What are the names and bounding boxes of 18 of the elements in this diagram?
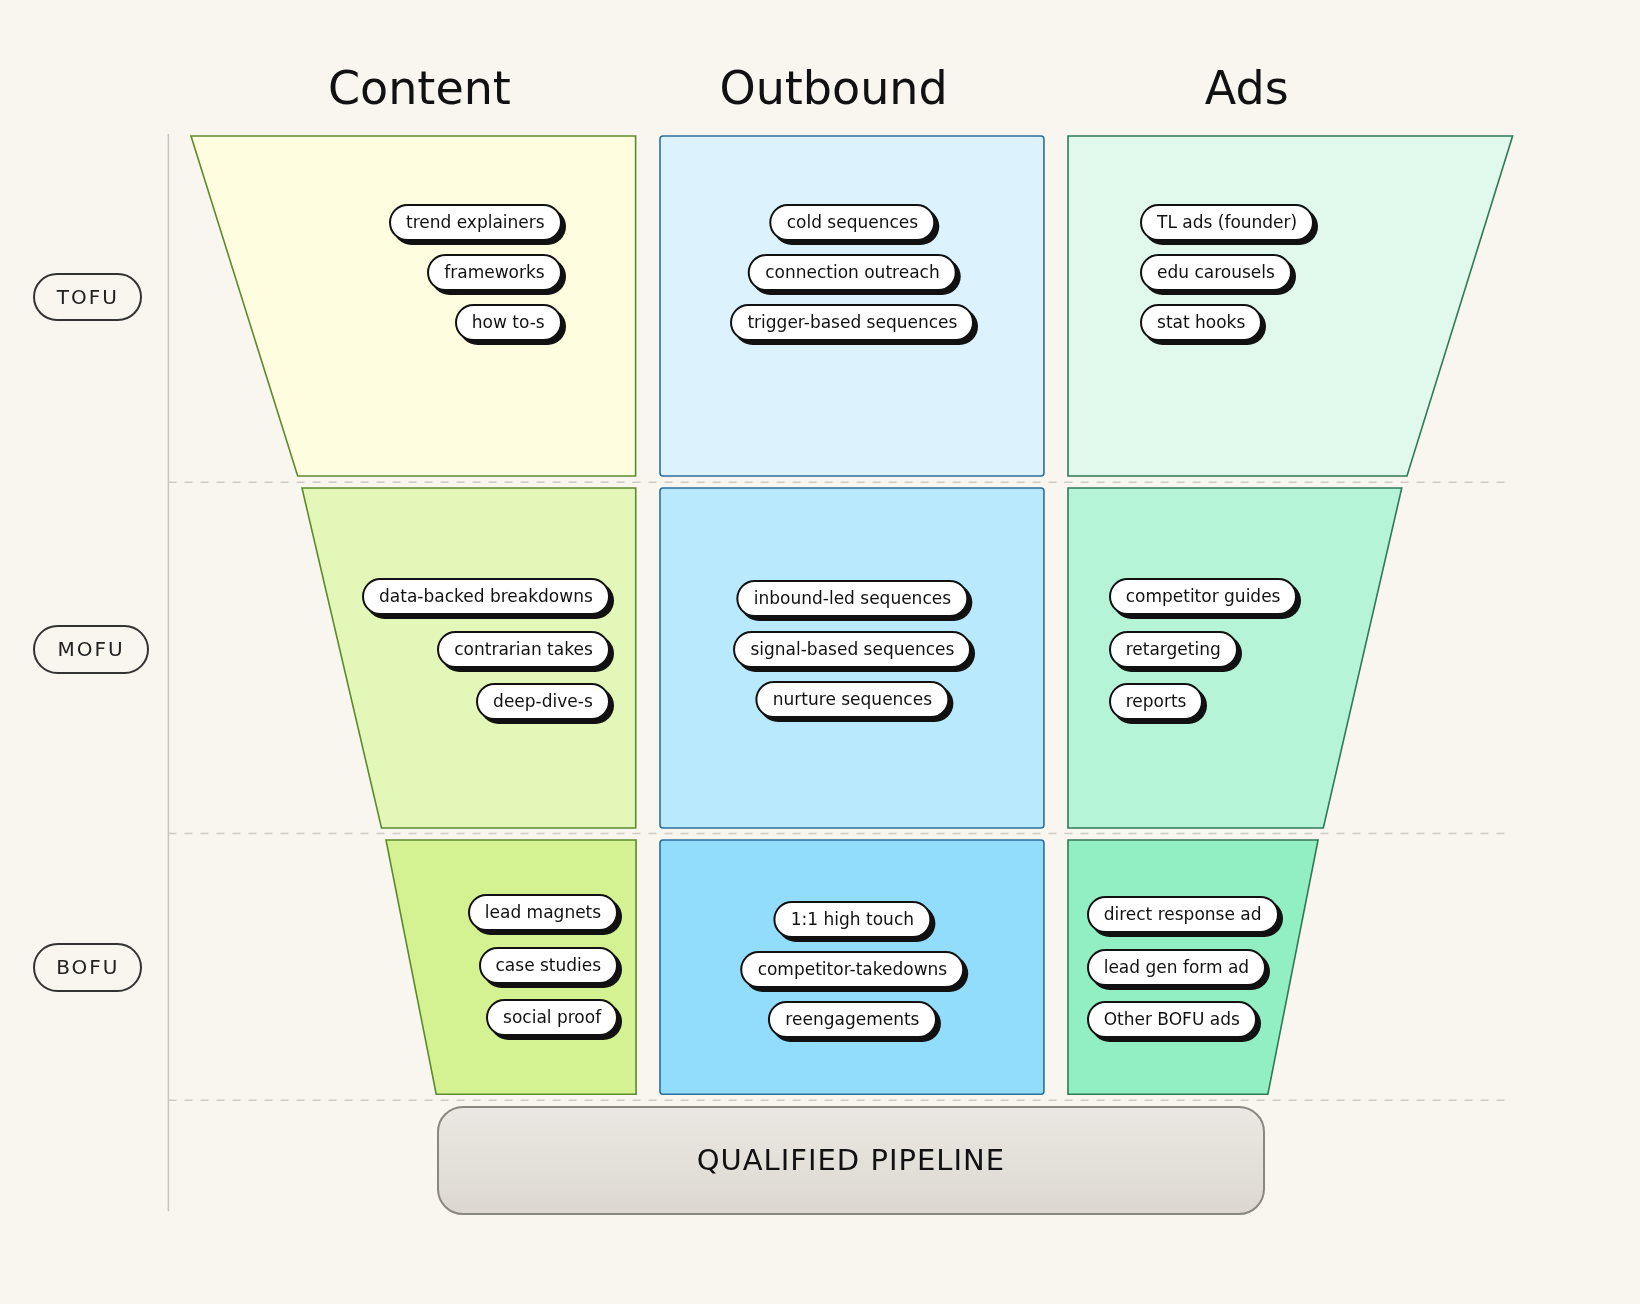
- pipeline-bar: QUALIFIED PIPELINE: [437, 1105, 1265, 1216]
- stage-label: BOFU: [33, 943, 143, 992]
- tag-pill: connection outreach: [748, 254, 957, 292]
- tag-pill: inbound-led sequences: [736, 580, 969, 618]
- column-heading: Content: [327, 60, 511, 115]
- tag-pill: stat hooks: [1140, 304, 1263, 342]
- tag-pill: frameworks: [427, 254, 562, 292]
- tag-pill: trigger-based sequences: [730, 304, 975, 342]
- tag-pill: lead magnets: [467, 894, 619, 932]
- column-heading: Outbound: [719, 60, 948, 115]
- column-heading: Ads: [1204, 60, 1289, 115]
- stage-label: TOFU: [33, 273, 143, 322]
- tag-pill: competitor guides: [1108, 578, 1298, 616]
- stage-label: MOFU: [33, 625, 149, 674]
- tag-pill: data-backed breakdowns: [362, 578, 610, 616]
- tag-pill: how to-s: [454, 304, 562, 342]
- tag-pill: edu carousels: [1140, 254, 1292, 292]
- tag-pill: direct response ad: [1086, 896, 1279, 934]
